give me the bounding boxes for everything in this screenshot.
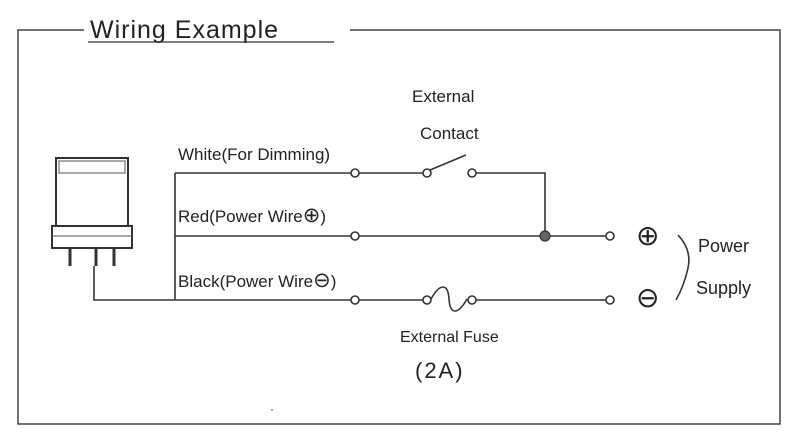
contact-switch-blade [429,154,467,171]
red-wire-label-close: ) [320,207,326,226]
black-wire-label: Black(Power Wire⊖) [178,269,336,292]
fuse-icon [430,286,468,312]
contact-output-wire [476,172,546,236]
supply-label-line1: Power [698,236,749,256]
supply-label-line2: Supply [696,278,751,298]
black-wire-label-close: ) [331,272,337,291]
contact-terminal-right [467,168,477,178]
black-wire-minus-symbol: ⊖ [313,269,331,292]
fuse-terminal-right [467,295,477,305]
supply-bracket-icon [675,234,690,301]
fuse-label: External Fuse [400,329,499,346]
signal-lamp-icon [51,157,133,266]
terminal-red [350,231,360,241]
contact-label-line1: External [412,87,474,106]
junction-dot [539,230,551,242]
scan-speck [271,409,273,411]
fuse-terminal-left [422,295,432,305]
contact-terminal-left [422,168,432,178]
red-wire-label-text: Red(Power Wire [178,207,303,226]
supply-terminal-minus [605,295,615,305]
white-wire-label: White(For Dimming) [178,145,330,164]
diagram-title: Wiring Example [90,16,279,44]
plus-symbol-icon: ⊕ [636,220,659,251]
terminal-black [350,295,360,305]
red-wire-plus-symbol: ⊕ [303,204,321,227]
lamp-lead [93,266,175,301]
contact-label-line2: Contact [420,124,479,143]
minus-symbol-icon: ⊖ [636,282,659,313]
fuse-rating: (2A) [415,358,465,383]
red-wire-label: Red(Power Wire⊕) [178,204,326,227]
supply-terminal-plus [605,231,615,241]
black-wire-label-text: Black(Power Wire [178,272,313,291]
terminal-white [350,168,360,178]
frame-border [17,29,781,425]
